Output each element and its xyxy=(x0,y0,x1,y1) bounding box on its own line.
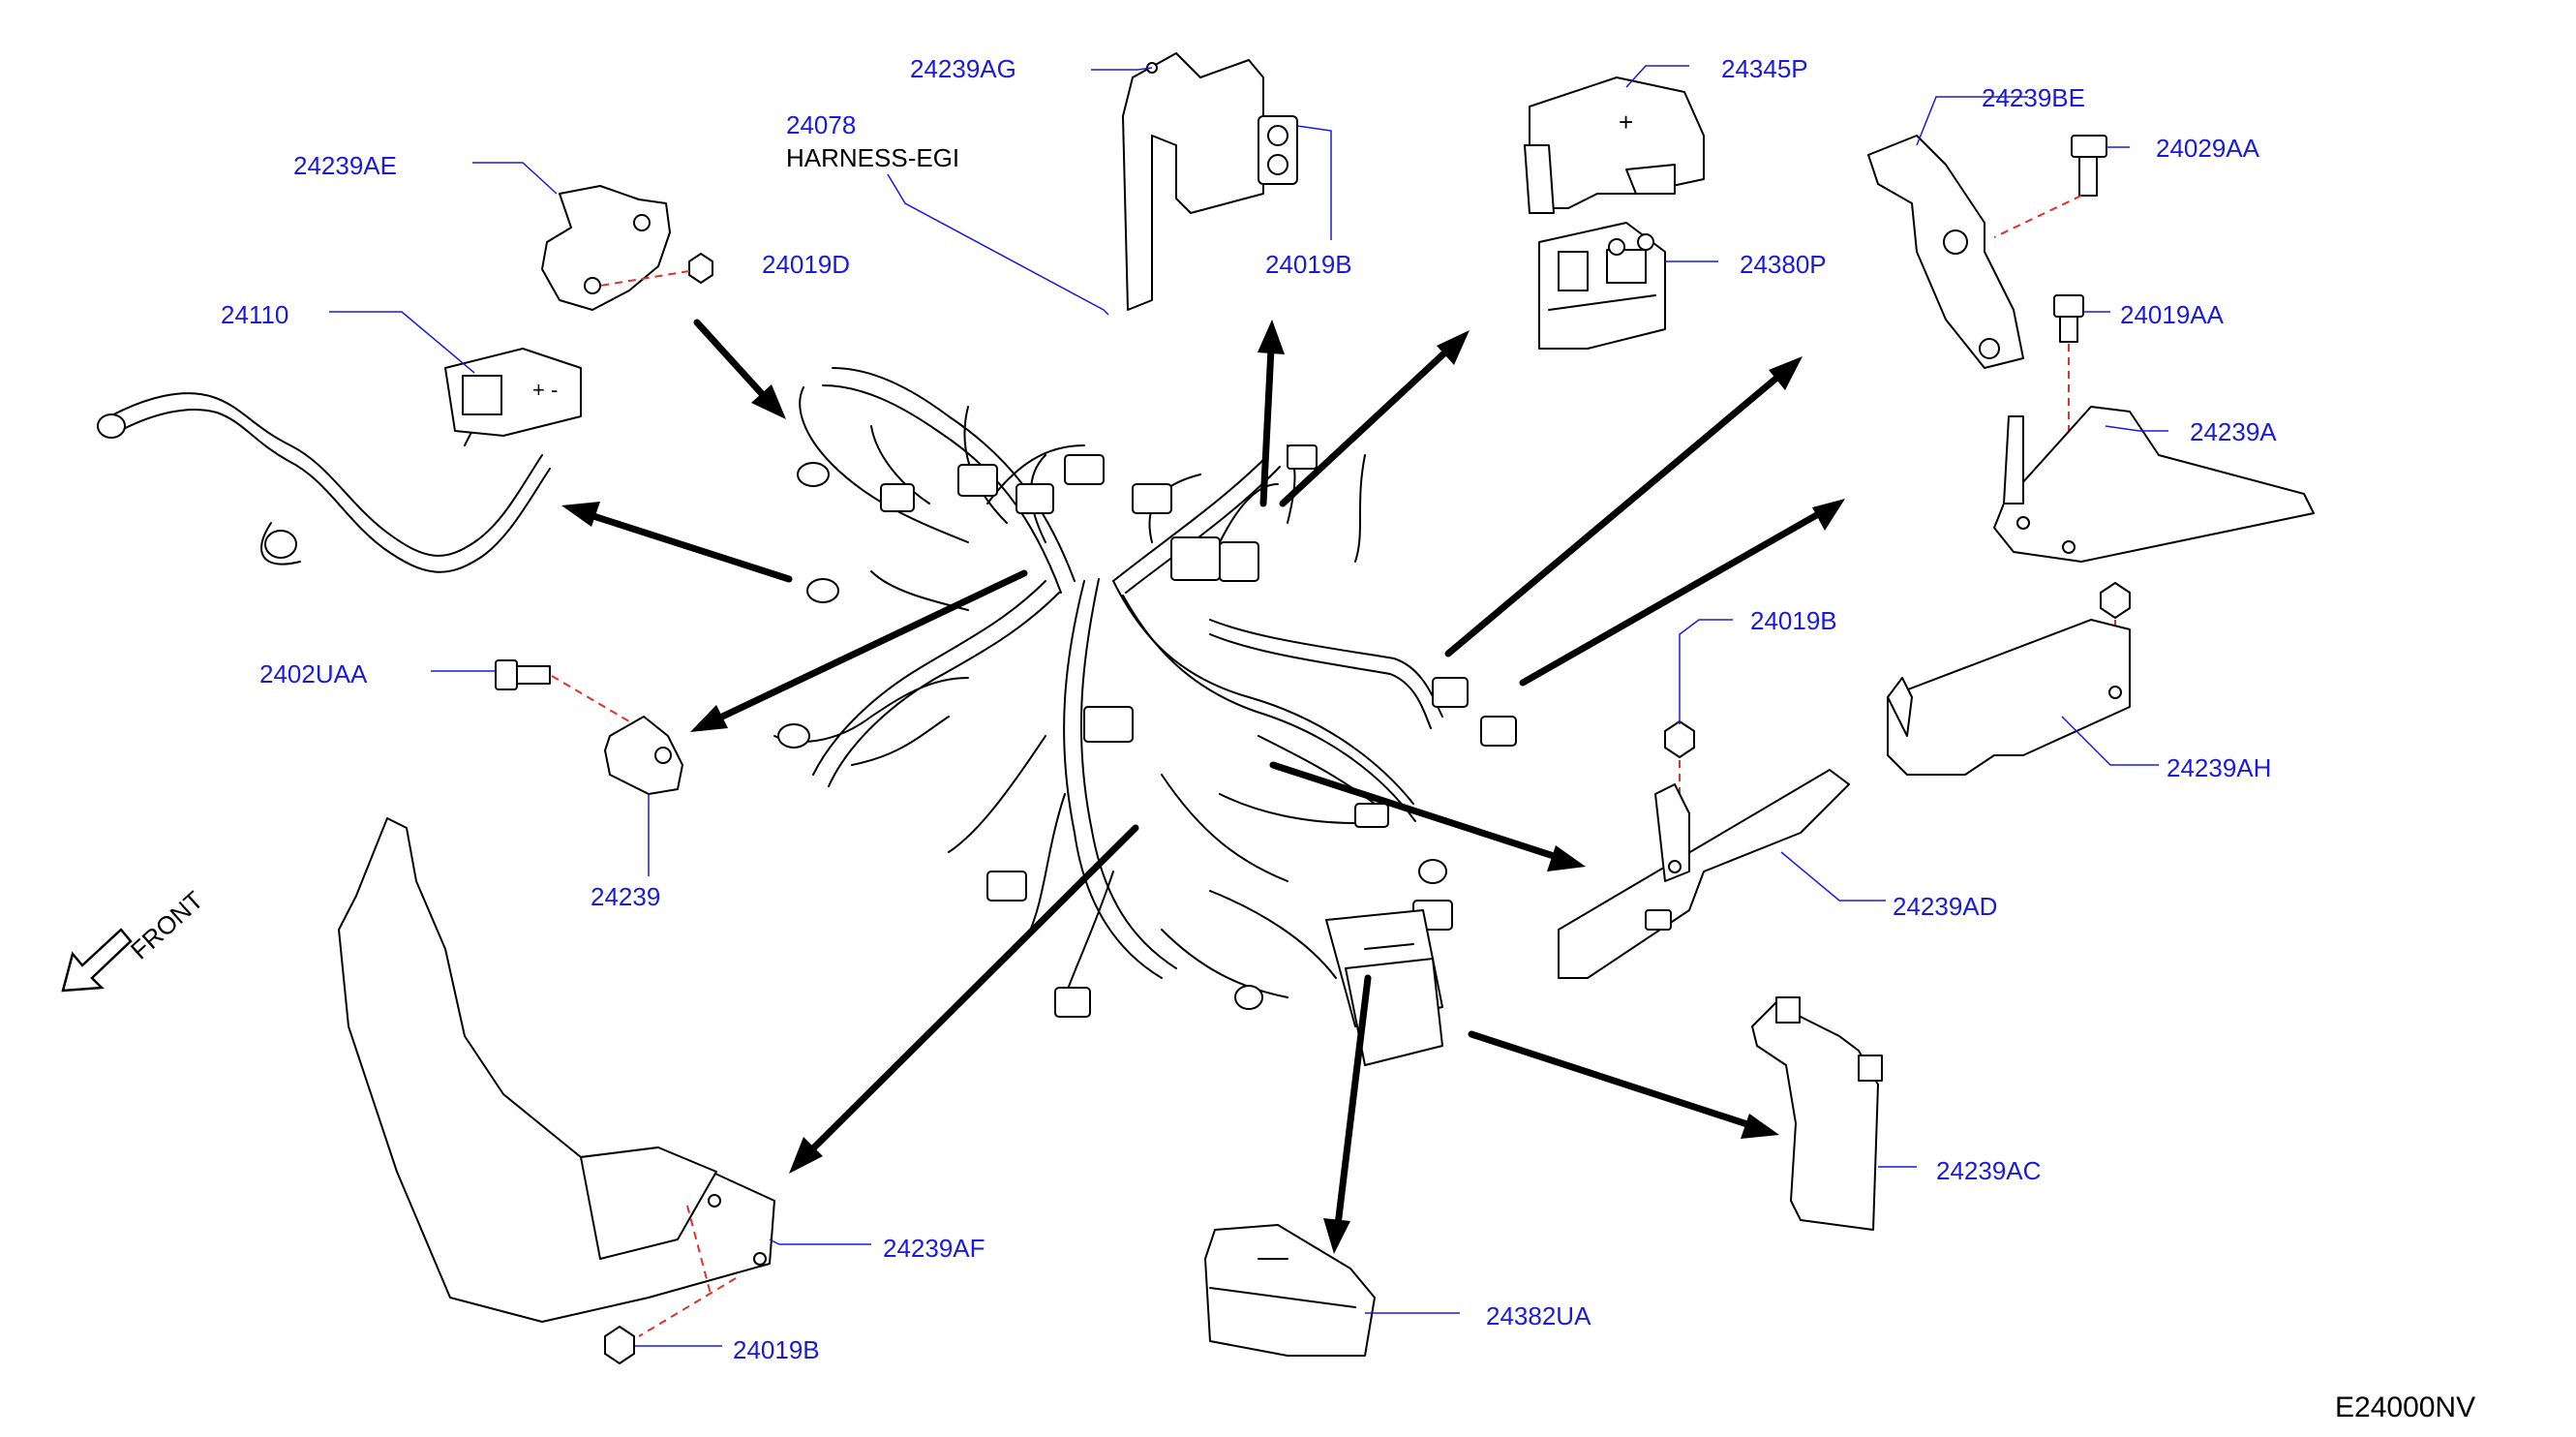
bolt-2402UAA[interactable] xyxy=(495,659,551,690)
shield-24239AC[interactable] xyxy=(1751,996,1883,1231)
battery-cable-24110[interactable]: + - xyxy=(97,348,582,573)
nut-24019B-bottom[interactable] xyxy=(604,1326,635,1364)
label-harness-egi: HARNESS-EGI xyxy=(786,143,959,172)
label-24019D: 24019D xyxy=(762,250,850,279)
bolt-24019D[interactable] xyxy=(688,253,713,284)
cover-24382UA[interactable] xyxy=(1204,1224,1376,1357)
diagram-code: E24000NV xyxy=(2335,1391,2475,1423)
label-24345P: 24345P xyxy=(1721,54,1808,83)
leader-lines xyxy=(329,65,2168,1347)
bracket-24239A[interactable] xyxy=(1993,406,2315,563)
label-24019B-top: 24019B xyxy=(1265,250,1352,279)
label-24239AH: 24239AH xyxy=(2167,753,2271,782)
label-2402UAA: 2402UAA xyxy=(259,659,368,688)
bracket-24239BE[interactable] xyxy=(1867,135,2024,369)
clip-24239[interactable] xyxy=(604,716,683,795)
label-24078: 24078 xyxy=(786,110,856,139)
label-24019AA: 24019AA xyxy=(2120,300,2225,329)
svg-text:+ -: + - xyxy=(532,378,558,402)
label-24029AA: 24029AA xyxy=(2156,134,2260,163)
label-24239BE: 24239BE xyxy=(1982,83,2085,112)
label-24382UA: 24382UA xyxy=(1486,1301,1591,1330)
label-24019B-mid: 24019B xyxy=(1750,606,1837,635)
label-front: FRONT xyxy=(125,885,209,964)
label-24239AF: 24239AF xyxy=(883,1234,985,1263)
nut-24019B-mid[interactable] xyxy=(1664,720,1695,758)
label-24239AG: 24239AG xyxy=(910,54,1016,83)
label-24019B-bottom: 24019B xyxy=(733,1335,820,1364)
label-24239AD: 24239AD xyxy=(1893,892,1997,921)
cover-24345P[interactable]: + xyxy=(1524,76,1705,214)
label-24239: 24239 xyxy=(591,882,660,911)
svg-text:+: + xyxy=(1619,107,1633,137)
nut-24239AH[interactable] xyxy=(2100,582,2131,619)
pointer-arrows xyxy=(561,319,1845,1254)
label-24380P: 24380P xyxy=(1740,250,1827,279)
main-engine-harness[interactable] xyxy=(773,367,1517,1066)
bracket-24239AG[interactable] xyxy=(1122,52,1298,311)
fusible-link-24380P[interactable] xyxy=(1538,222,1666,350)
bolt-24029AA[interactable] xyxy=(2071,135,2107,197)
shield-24239AF[interactable] xyxy=(338,817,775,1323)
label-24239A: 24239A xyxy=(2190,417,2277,446)
label-24239AE: 24239AE xyxy=(293,151,397,180)
bolt-24019AA[interactable] xyxy=(2053,294,2084,343)
label-24110: 24110 xyxy=(221,300,288,329)
label-24239AC: 24239AC xyxy=(1936,1156,2041,1185)
bracket-24239AE[interactable] xyxy=(541,185,671,311)
bracket-24239AD[interactable] xyxy=(1558,769,1850,979)
bracket-24239AH[interactable] xyxy=(1887,619,2131,776)
front-direction-arrow xyxy=(61,928,133,993)
